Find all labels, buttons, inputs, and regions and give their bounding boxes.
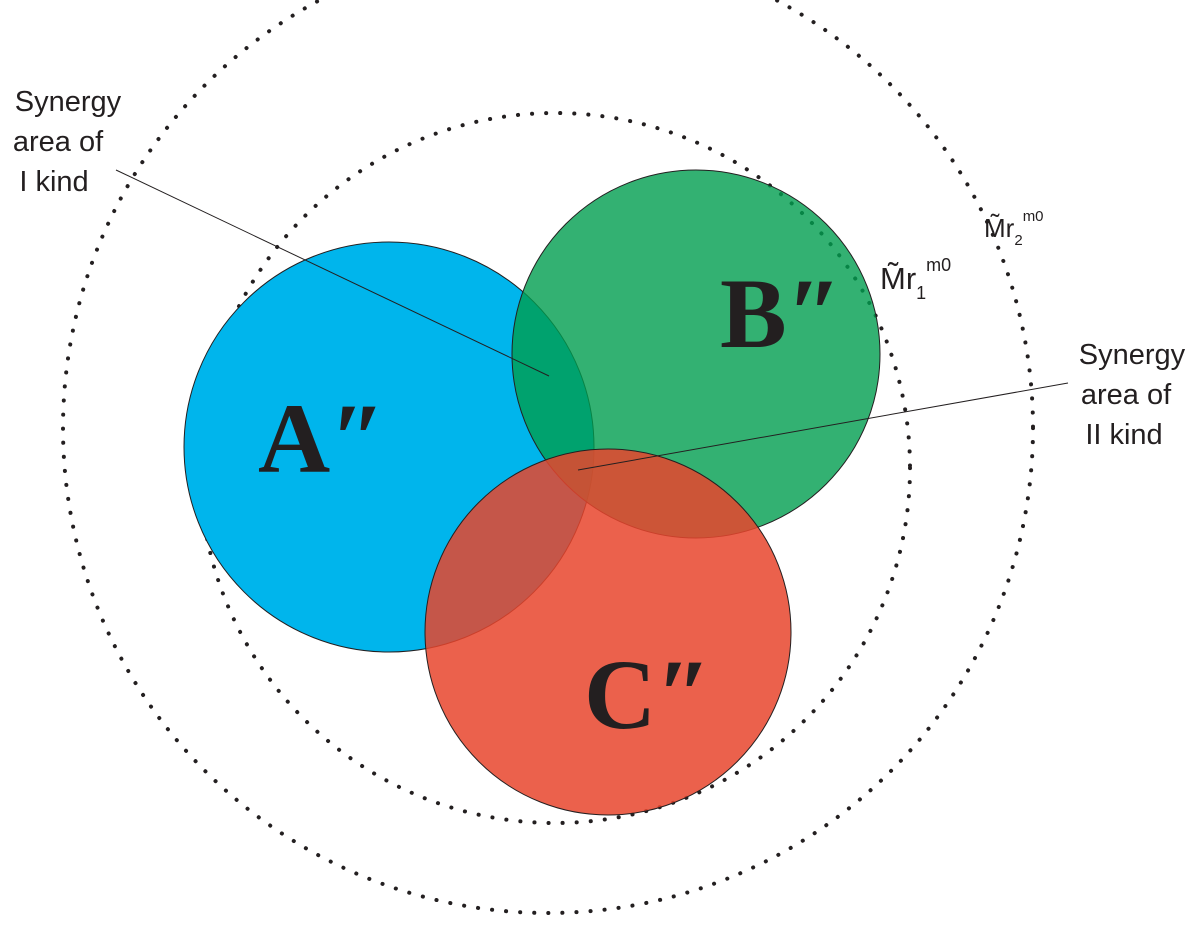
inner-boundary-base: M̃ <box>880 261 906 296</box>
callout-kind2-line1: Synergy <box>1079 339 1186 371</box>
callout-kind1-line2: area of <box>13 126 104 158</box>
kind2-leader-line <box>577 382 1069 471</box>
callout-kind2-line3: II kind <box>1085 419 1162 451</box>
set-b-label: B″ <box>720 258 842 369</box>
set-c-label: C″ <box>584 639 711 750</box>
outer-boundary-label: M̃r2m0 <box>984 208 1044 249</box>
set-a-label: A″ <box>258 383 385 494</box>
callout-kind1-line1: Synergy <box>15 86 122 118</box>
inner-boundary-sub-letter: r <box>906 261 916 296</box>
callout-kind1: Synergy area of I kind <box>13 86 122 198</box>
outer-boundary-base: M̃ <box>984 213 1006 243</box>
callout-kind1-line3: I kind <box>19 166 88 198</box>
inner-boundary-label: M̃r1m0 <box>880 255 951 303</box>
inner-boundary-sup: m0 <box>926 255 951 275</box>
outer-boundary-sup: m0 <box>1023 208 1044 225</box>
callout-kind2-line2: area of <box>1081 379 1172 411</box>
kind1-leader-line <box>115 169 550 377</box>
callout-kind2: Synergy area of II kind <box>1079 339 1186 451</box>
outer-boundary-sub-letter: r <box>1006 213 1015 243</box>
outer-boundary-sub-index: 2 <box>1014 232 1022 249</box>
inner-boundary-sub-index: 1 <box>916 283 926 303</box>
outer-boundary-circle <box>61 0 1035 915</box>
set-c-circle <box>424 448 792 816</box>
